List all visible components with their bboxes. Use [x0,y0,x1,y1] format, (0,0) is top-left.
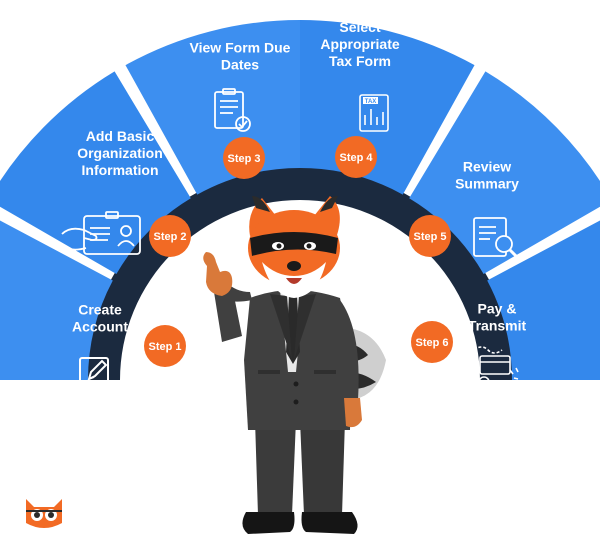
step-badge-3 [223,137,265,179]
step-5-label-line: Review [463,159,511,175]
id-card-icon [61,211,141,255]
document-magnifier-icon [473,217,520,260]
step-badge-label-4: Step 4 [339,152,373,164]
step-badge-5 [409,215,451,257]
step-4-label-line: Select [339,19,381,35]
step-badge-label-5: Step 5 [413,231,446,243]
step-badge-label-3: Step 3 [227,153,260,165]
raccoon-mascot-in-suit [203,196,386,534]
step-3-label-line: View Form Due [190,40,291,56]
step-badge-label-6: Step 6 [415,337,448,349]
step-badge-1 [144,325,186,367]
inner-dark-ring [86,166,514,380]
step-segment-2 [0,71,191,274]
step-1-label-line: Create [78,302,122,318]
tax-icon-label: TAX [365,99,377,105]
step-badge-label-2: Step 2 [153,231,186,243]
step-badge-label-1: Step 1 [148,341,181,353]
step-segment-6 [487,220,600,380]
step-4-label-line: Appropriate [320,36,400,52]
step-badge-4 [335,136,377,178]
checklist-document-icon [214,88,251,132]
step-3-label-line: Dates [221,57,259,73]
owl-logo-icon [26,499,62,528]
step-2-label-line: Information [82,162,159,178]
step-5-label-line: Summary [455,176,519,192]
payment-card-icon [473,346,519,388]
step-2-label-line: Organization [77,145,163,161]
step-4-label-line: Tax Form [329,53,391,69]
step-badge-6 [411,321,453,363]
tax-form-icon: TAX [359,94,389,132]
step-2-label-line: Add Basic [86,128,155,144]
step-segment-1 [0,220,113,380]
step-segment-5 [409,71,600,274]
step-6-label-line: Transmit [468,318,527,334]
step-badge-2 [149,215,191,257]
pencil-edit-icon [79,357,109,387]
step-1-label-line: Account [72,319,128,335]
step-6-label-line: Pay & [478,301,517,317]
